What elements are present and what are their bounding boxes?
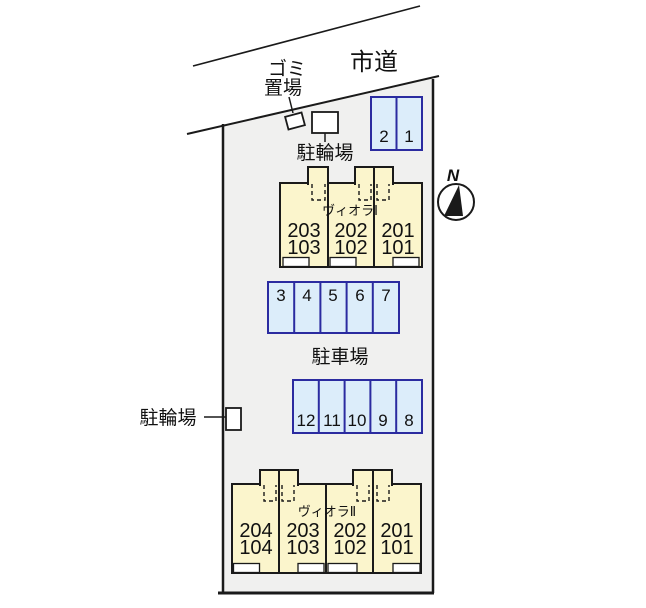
parking-stall-number: 11 bbox=[323, 411, 341, 430]
entrance-notch bbox=[329, 256, 357, 268]
room-number: 202 bbox=[334, 220, 367, 242]
parking-stall-number: 10 bbox=[348, 411, 367, 430]
entrance-notch bbox=[392, 562, 421, 574]
room-number: 102 bbox=[333, 537, 366, 559]
entrance-notch bbox=[392, 256, 420, 268]
bicycle-parking-left-label: 駐輪場 bbox=[139, 407, 196, 429]
parking-row-lower bbox=[292, 379, 423, 434]
bicycle-parking-top-label: 駐輪場 bbox=[296, 142, 353, 164]
stair-dashed-outline bbox=[376, 184, 390, 201]
building-viola-2: ヴィオラⅡ 204 104 203 103 202 102 201 101 bbox=[231, 469, 422, 574]
room-number: 203 bbox=[286, 520, 319, 542]
north-arrow-needle bbox=[444, 185, 463, 216]
room-number: 103 bbox=[287, 237, 320, 259]
parking-lot-label: 駐車場 bbox=[311, 346, 368, 368]
room-number: 104 bbox=[239, 537, 272, 559]
entrance-notch bbox=[232, 562, 261, 574]
building-viola-1-outline bbox=[279, 182, 423, 268]
room-number: 204 bbox=[239, 520, 272, 542]
parking-stall-number: 8 bbox=[404, 411, 413, 430]
garbage-box bbox=[284, 111, 306, 131]
garbage-label-line2: 置場 bbox=[264, 77, 302, 99]
parking-row-mid bbox=[267, 281, 400, 334]
room-number: 103 bbox=[286, 537, 319, 559]
building-name: ヴィオラⅠ bbox=[322, 203, 378, 218]
stair-dashed-outline bbox=[263, 485, 277, 502]
stair-dashed-outline bbox=[356, 485, 370, 502]
road-edge-line bbox=[192, 5, 421, 67]
bicycle-parking-left-box bbox=[225, 407, 242, 431]
parking-stall-number: 1 bbox=[404, 127, 413, 146]
building-viola-1: ヴィオラⅠ 203 103 202 102 201 101 bbox=[279, 166, 423, 268]
north-label: N bbox=[447, 166, 460, 185]
parking-stall-number: 3 bbox=[276, 286, 285, 305]
room-number: 101 bbox=[380, 537, 413, 559]
room-number: 101 bbox=[381, 237, 414, 259]
parking-stall-number: 5 bbox=[328, 286, 337, 305]
room-number: 201 bbox=[380, 520, 413, 542]
garbage-label-line1: ゴミ bbox=[268, 58, 306, 80]
room-number: 201 bbox=[381, 220, 414, 242]
site-boundary-top bbox=[186, 75, 440, 135]
entrance-notch bbox=[282, 256, 310, 268]
garbage-leader-line bbox=[288, 96, 294, 114]
room-number: 102 bbox=[334, 237, 367, 259]
stair-dashed-outline bbox=[281, 485, 295, 502]
building-name: ヴィオラⅡ bbox=[298, 504, 356, 519]
entrance-notch bbox=[297, 562, 325, 574]
room-number: 202 bbox=[333, 520, 366, 542]
road-label: 市道 bbox=[350, 49, 398, 76]
parking-stall-number: 9 bbox=[378, 411, 387, 430]
stair-dashed-outline bbox=[311, 184, 326, 201]
stair-dashed-outline bbox=[358, 184, 372, 201]
parking-stall-number: 4 bbox=[302, 286, 311, 305]
stair-dashed-outline bbox=[376, 485, 390, 502]
entrance-notch bbox=[327, 562, 358, 574]
stairwell-tab bbox=[307, 166, 329, 185]
parking-stall-number: 12 bbox=[297, 411, 316, 430]
room-number: 203 bbox=[287, 220, 320, 242]
parking-stall-number: 7 bbox=[381, 286, 390, 305]
parking-stall-number: 6 bbox=[355, 286, 364, 305]
parking-stall-number: 2 bbox=[379, 127, 388, 146]
bicycle-parking-top-box bbox=[311, 111, 339, 134]
